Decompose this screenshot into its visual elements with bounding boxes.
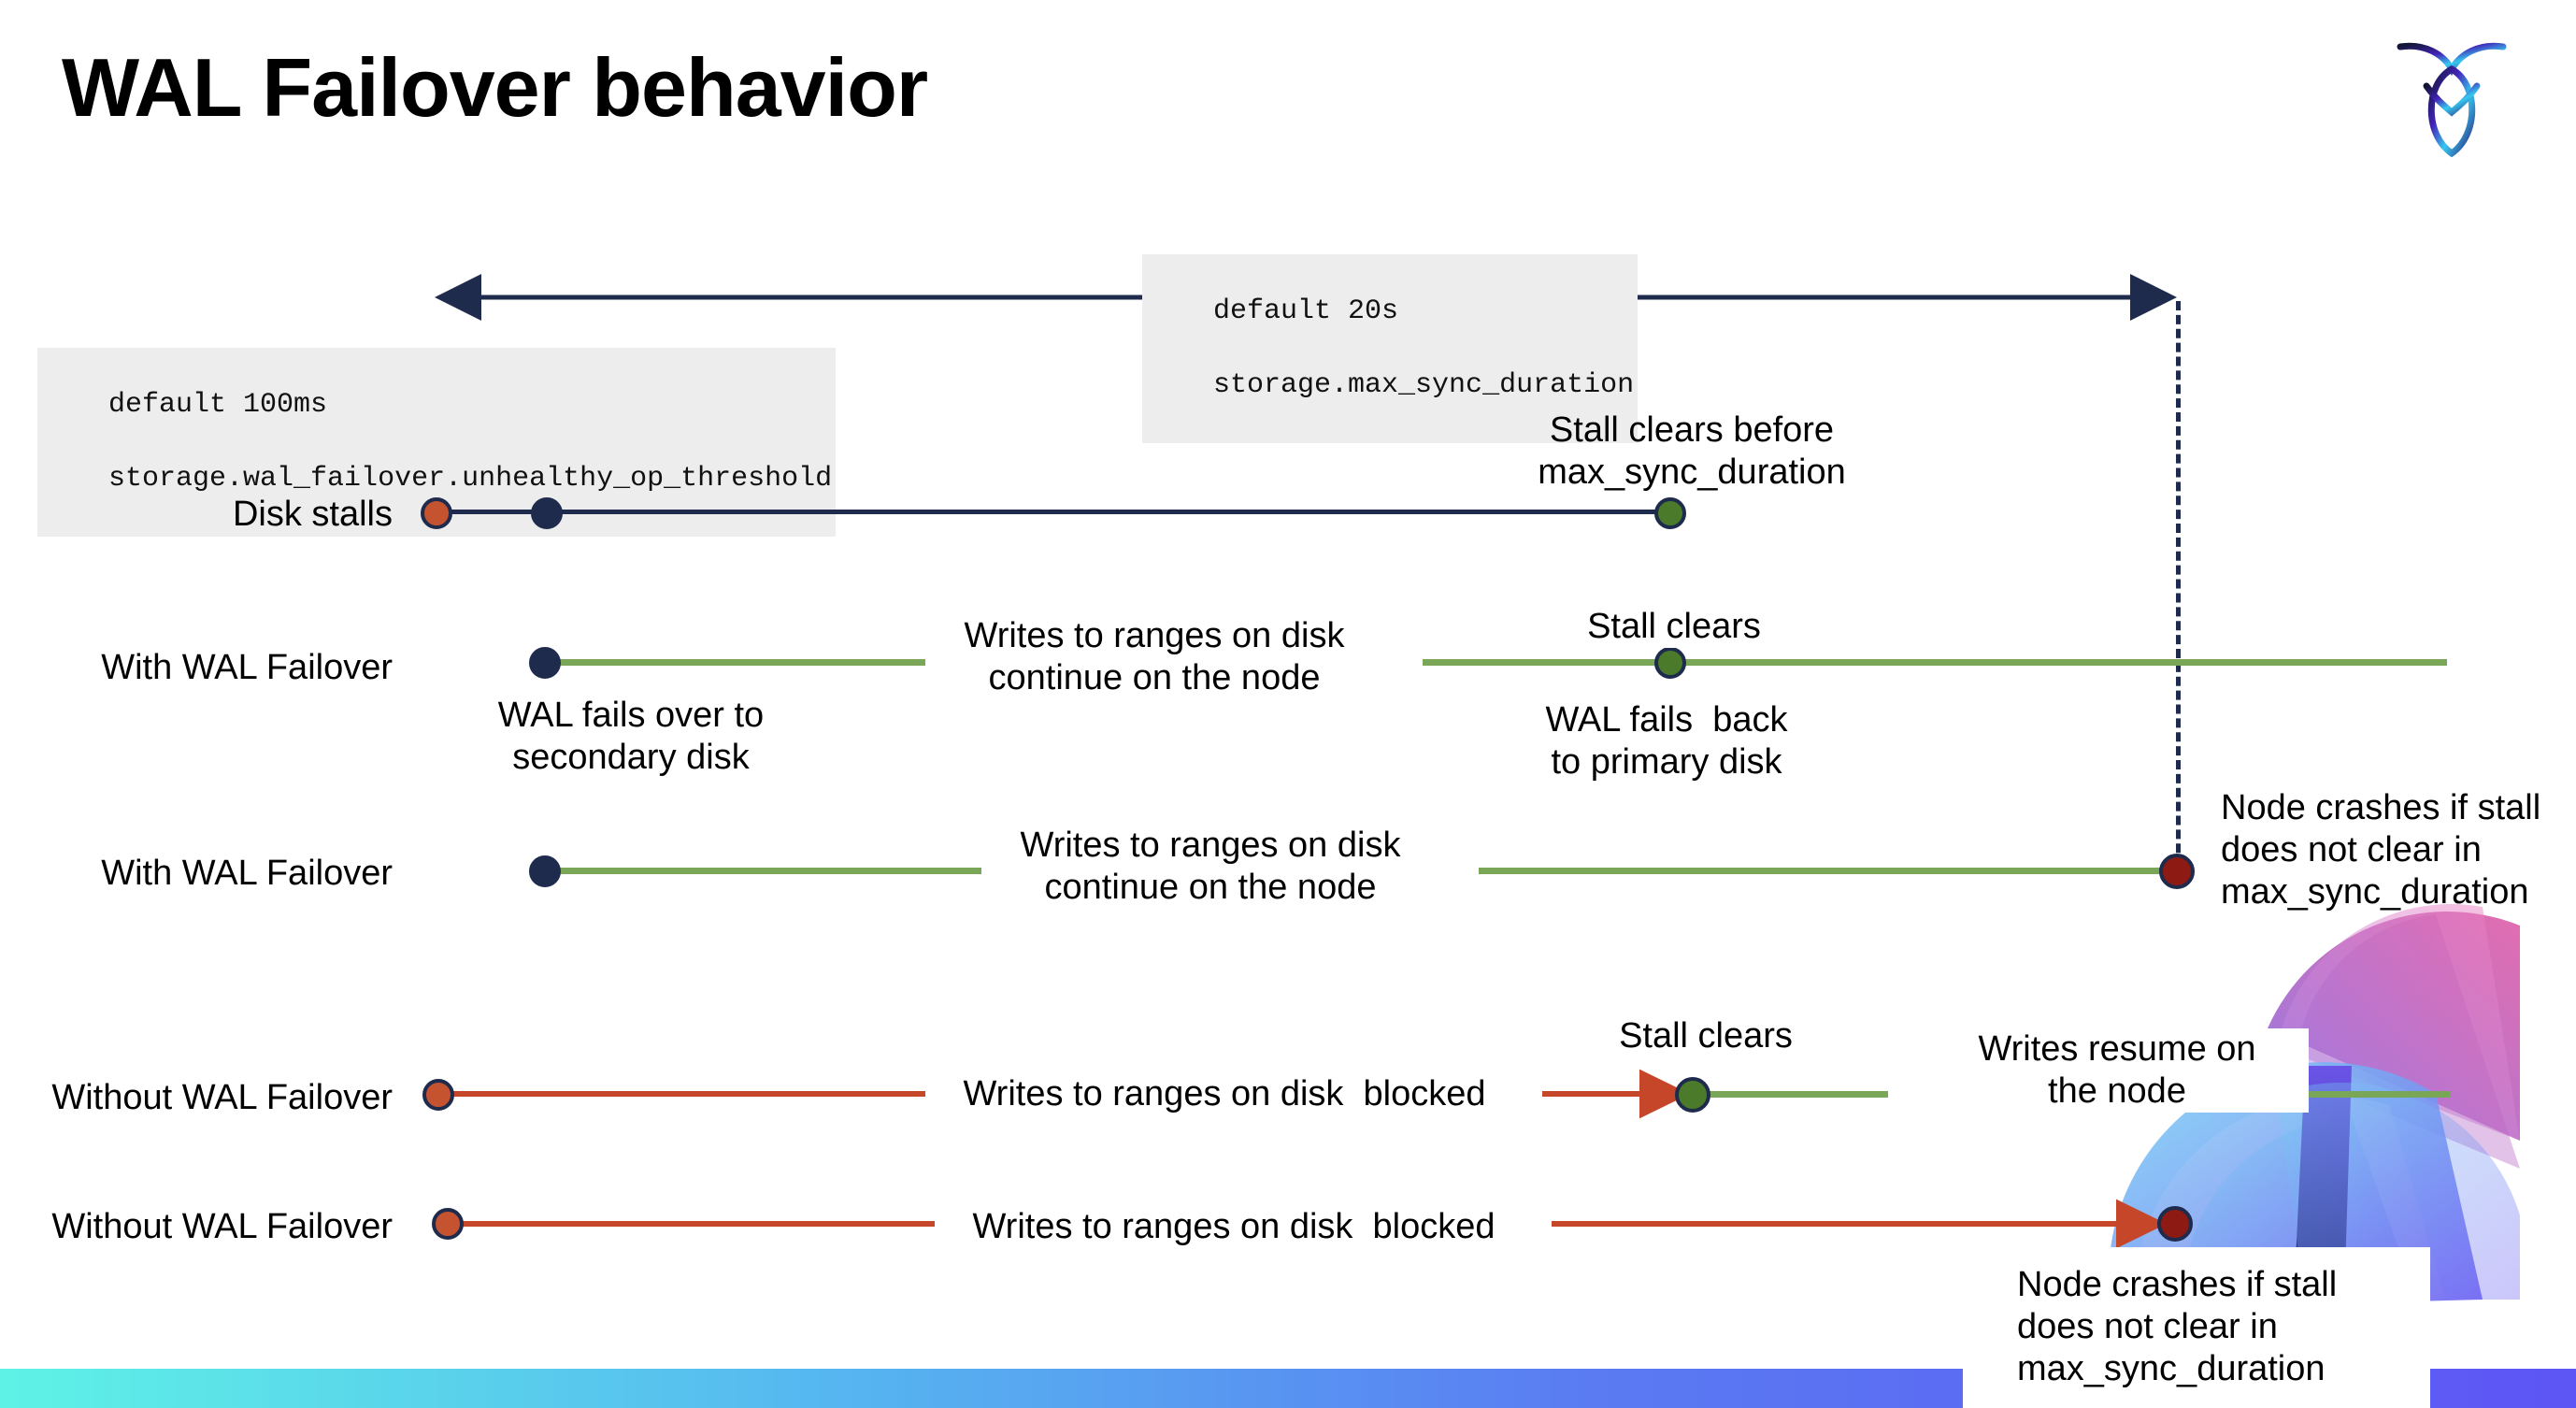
- disk-stall-failover-dot: [531, 497, 563, 529]
- wal-failover-timeline-right: [1423, 659, 2447, 666]
- wal-failover-timeline-left: [542, 659, 925, 666]
- max-sync-duration-annotation: default 20s storage.max_sync_duration: [1142, 254, 1639, 443]
- wal-failover2-timeline-right: [1479, 868, 2170, 874]
- cockroachdb-logo-icon: [2382, 26, 2522, 166]
- without-failover2-start-dot: [432, 1208, 464, 1240]
- wal-failover-clear-dot: [1654, 647, 1686, 679]
- disk-stall-start-dot: [421, 497, 452, 529]
- row-label-with-wal-failover-1: With WAL Failover: [101, 648, 393, 687]
- note-node-crashes-2: Node crashes if stall does not clear in …: [2017, 1265, 2338, 1388]
- wal-failover2-timeline-left: [542, 868, 981, 874]
- max-sync-duration-dropline: [2176, 301, 2181, 881]
- node-crashes-callout-card: [1963, 1247, 2430, 1408]
- without-failover1-timeline-mid: [1701, 1091, 1888, 1098]
- wal-failover2-crash-dot: [2159, 854, 2195, 889]
- row-label-disk-stalls: Disk stalls: [232, 495, 393, 534]
- wal-failover-start-dot: [529, 647, 561, 679]
- without-failover2-crash-dot: [2157, 1206, 2193, 1242]
- unhealthy-op-setting-line: storage.wal_failover.unhealthy_op_thresh…: [108, 462, 833, 495]
- unhealthy-op-default-line: default 100ms: [108, 388, 328, 421]
- note-wal-fails-over: WAL fails over to secondary disk: [497, 696, 765, 777]
- row-label-without-wal-failover-2: Without WAL Failover: [51, 1207, 393, 1246]
- max-sync-default-line: default 20s: [1213, 295, 1399, 327]
- note-stall-clears-2: Stall clears: [1561, 1015, 1851, 1057]
- note-stall-clears-before: Stall clears before max_sync_duration: [1538, 410, 1846, 492]
- without-failover1-clear-dot: [1675, 1077, 1710, 1113]
- without-failover1-timeline-left: [449, 1091, 925, 1097]
- disk-stalls-timeline: [439, 510, 1673, 514]
- without-failover2-timeline-left: [458, 1221, 944, 1227]
- disk-stall-clear-dot: [1654, 497, 1686, 529]
- page-title: WAL Failover behavior: [62, 41, 928, 134]
- note-writes-resume: Writes resume on the node: [1925, 1028, 2309, 1113]
- max-sync-setting-line: storage.max_sync_duration: [1213, 368, 1635, 401]
- note-node-crashes-1: Node crashes if stall does not clear in …: [2221, 788, 2541, 912]
- note-writes-continue-2: Writes to ranges on disk continue on the…: [991, 825, 1430, 909]
- note-stall-clears-1: Stall clears: [1529, 606, 1819, 648]
- row-label-with-wal-failover-2: With WAL Failover: [101, 854, 393, 893]
- note-writes-blocked-2: Writes to ranges on disk blocked: [935, 1206, 1533, 1248]
- note-writes-blocked-1: Writes to ranges on disk blocked: [925, 1073, 1524, 1115]
- wal-failover2-start-dot: [529, 855, 561, 887]
- without-failover1-start-dot: [422, 1079, 454, 1111]
- row-label-without-wal-failover-1: Without WAL Failover: [51, 1078, 393, 1117]
- note-writes-continue-1: Writes to ranges on disk continue on the…: [935, 615, 1374, 699]
- note-wal-fails-back: WAL fails back to primary disk: [1545, 700, 1788, 782]
- without-failover1-timeline-right: [2288, 1091, 2451, 1098]
